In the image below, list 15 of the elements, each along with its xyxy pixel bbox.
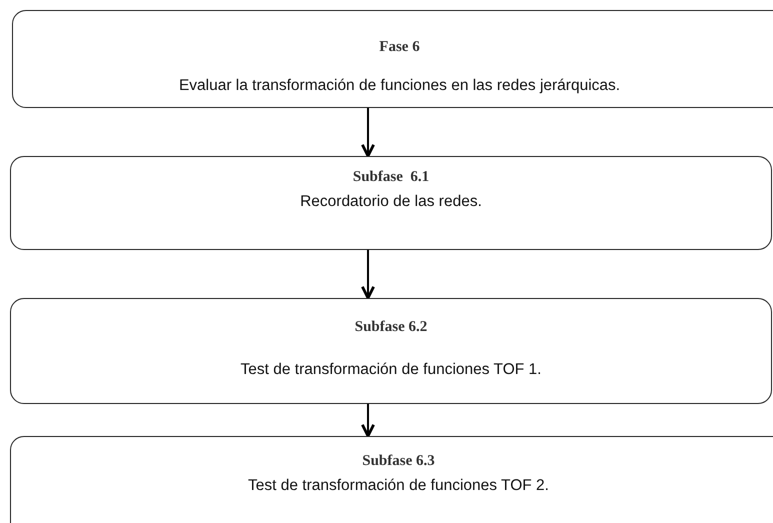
phase-box [10, 156, 772, 250]
phase-title: Subfase 6.2 [354, 319, 428, 336]
phase-box [10, 298, 772, 404]
phase-title: Subfase 6.3 [362, 453, 435, 470]
phase-description: Evaluar la transformación de funciones en las redes jerárquicas. [178, 77, 620, 95]
phase-description: Test de transformación de funciones TOF 2. [248, 477, 549, 495]
phase-description: Test de transformación de funciones TOF 1. [240, 361, 542, 379]
arrow [361, 108, 375, 158]
phase-description: Recordatorio de las redes. [300, 193, 482, 211]
phase-title: Fase 6 [379, 39, 420, 56]
phase-title: Subfase 6.1 [352, 169, 430, 186]
phase-box [10, 436, 773, 523]
arrow [361, 404, 375, 438]
phase-box [12, 10, 773, 108]
arrow [361, 250, 375, 300]
